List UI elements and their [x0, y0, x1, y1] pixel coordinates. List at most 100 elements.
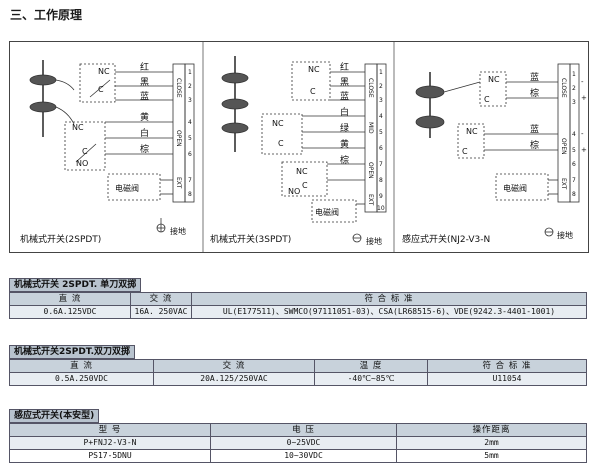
terminal-number: 2	[572, 85, 576, 92]
terminal-number: 8	[572, 191, 576, 198]
table: 型 号 电 压 操作距离 P+FNJ2-V3-N 0~25VDC 2mm PS1…	[9, 423, 587, 463]
header-cell: 直 流	[9, 292, 131, 306]
terminal-number: 3	[188, 97, 192, 104]
c-label: C	[302, 181, 308, 190]
nc-label: NC	[466, 127, 478, 136]
terminal-number: 7	[188, 177, 192, 184]
terminal-number: 3	[572, 99, 576, 106]
nc-label: NC	[488, 75, 500, 84]
terminal-number: 7	[379, 161, 383, 168]
ground-label: 接地	[170, 226, 186, 236]
table-cell: 0.5A.250VDC	[9, 372, 154, 386]
header-cell: 符 合 标 准	[427, 359, 587, 373]
terminal-number: 6	[572, 161, 576, 168]
table-cell: -40℃~85℃	[314, 372, 428, 386]
c-label: C	[98, 85, 104, 94]
table-header-row: 直 流 交 流 温 度 符 合 标 准	[9, 359, 587, 373]
diagram-caption: 感应式开关(NJ2-V3-N	[402, 233, 490, 245]
cam-lower	[29, 101, 57, 113]
nc-label: NC	[308, 65, 320, 74]
ground-label: 接地	[557, 230, 573, 240]
open-label: OPEN	[560, 138, 567, 155]
wire-label: 黄	[340, 138, 349, 150]
table-title: 机械式开关2SPDT.双刀双掷	[9, 345, 136, 359]
valve-label: 电磁阀	[503, 183, 527, 193]
nc-label: NC	[272, 119, 284, 128]
terminal-number: 2	[188, 83, 192, 90]
open-label: OPEN	[175, 130, 182, 147]
mid-label: MID	[367, 122, 374, 134]
wiring-diagrams: NC C NC C NO 红 黑 蓝 黄 白 棕 电磁阀 接地 机械式开关(2S…	[20, 42, 587, 252]
polarity-sign: +	[581, 146, 587, 154]
table-header-row: 型 号 电 压 操作距离	[9, 423, 587, 437]
wire-label: 棕	[140, 143, 149, 155]
header-cell: 符 合 标 准	[191, 292, 587, 306]
header-cell: 交 流	[153, 359, 315, 373]
terminal-number: 8	[379, 177, 383, 184]
header-cell: 温 度	[314, 359, 428, 373]
c-label: C	[462, 147, 468, 156]
terminal-number: 9	[379, 193, 383, 200]
wire-label: 棕	[530, 87, 539, 99]
table-row: P+FNJ2-V3-N 0~25VDC 2mm	[9, 436, 587, 450]
table-cell: 5mm	[396, 449, 587, 463]
wire-label: 红	[140, 61, 149, 73]
wire-label: 蓝	[530, 71, 539, 83]
wire-label: 蓝	[140, 90, 149, 102]
no-label: NO	[76, 159, 88, 168]
c-label: C	[278, 139, 284, 148]
table-cell: PS17-5DNU	[9, 449, 211, 463]
header-cell: 直 流	[9, 359, 154, 373]
table-cell: UL(E177511)、SWMCO(97111051-03)、CSA(LR685…	[191, 305, 587, 319]
header-cell: 交 流	[130, 292, 192, 306]
nc-label: NC	[72, 123, 84, 132]
polarity-sign: -	[581, 78, 584, 86]
wire-label: 白	[340, 106, 349, 118]
c-label: C	[82, 147, 88, 156]
terminal-number: 5	[379, 129, 383, 136]
wire-label: 绿	[340, 122, 349, 134]
polarity-sign: -	[581, 130, 584, 138]
wire-label: 黑	[340, 77, 349, 88]
close-label: CLOSE	[367, 78, 374, 98]
table: 直 流 交 流 温 度 符 合 标 准 0.5A.250VDC 20A.125/…	[9, 359, 587, 386]
table-cell: 16A. 250VAC	[130, 305, 192, 319]
wire-label: 棕	[530, 139, 539, 151]
table-cell: P+FNJ2-V3-N	[9, 436, 211, 450]
wire-label: 红	[340, 61, 349, 73]
terminal-number: 1	[572, 71, 576, 78]
valve-label: 电磁阀	[315, 207, 339, 217]
ext-label: EXT	[367, 194, 374, 206]
table-cell: U11054	[427, 372, 587, 386]
ext-label: EXT	[560, 178, 567, 190]
valve-label: 电磁阀	[115, 183, 139, 193]
diagram-caption: 机械式开关(2SPDT)	[20, 233, 101, 245]
ext-label: EXT	[175, 177, 182, 189]
terminal-number: 5	[188, 135, 192, 142]
diagram-inductive	[415, 63, 580, 237]
close-label: CLOSE	[175, 78, 182, 98]
wire-label: 黄	[140, 111, 149, 123]
terminal-number: 2	[379, 83, 383, 90]
terminal-number: 8	[188, 191, 192, 198]
c-label: C	[310, 87, 316, 96]
terminal-number: 6	[188, 151, 192, 158]
terminal-number: 1	[379, 69, 383, 76]
terminal-number: 6	[379, 145, 383, 152]
close-label: CLOSE	[560, 78, 567, 98]
table-row: PS17-5DNU 10~30VDC 5mm	[9, 449, 587, 463]
ground-label: 接地	[366, 236, 382, 246]
table-cell: 10~30VDC	[210, 449, 397, 463]
wiring-diagram-panel: NC C NC C NO 红 黑 蓝 黄 白 棕 电磁阀 接地 机械式开关(2S…	[9, 41, 589, 253]
wire-label: 棕	[340, 154, 349, 166]
cam-upper	[29, 74, 57, 86]
header-cell: 电 压	[210, 423, 397, 437]
table: 直 流 交 流 符 合 标 准 0.6A.125VDC 16A. 250VAC …	[9, 292, 587, 319]
wire-label: 蓝	[530, 123, 539, 135]
diagram-caption: 机械式开关(3SPDT)	[210, 233, 291, 245]
wire-label: 蓝	[340, 90, 349, 102]
diagram-2spdt	[29, 60, 195, 233]
nc-label: NC	[296, 167, 308, 176]
table-title: 感应式开关(本安型)	[9, 409, 100, 423]
terminal-number: 7	[572, 177, 576, 184]
